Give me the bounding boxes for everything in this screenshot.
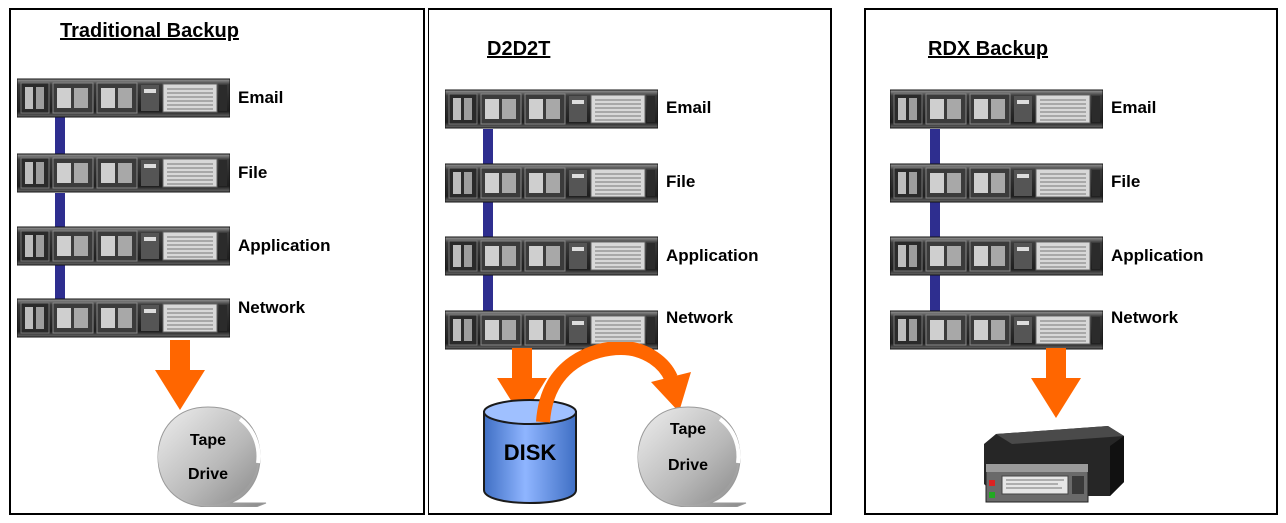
server-label: Application xyxy=(666,246,759,265)
server-icon xyxy=(890,162,1103,204)
connection-line xyxy=(483,275,493,312)
server-label: Network xyxy=(666,308,734,327)
server-icon xyxy=(890,235,1103,277)
connection-line xyxy=(930,275,940,312)
server-label: Application xyxy=(1111,246,1204,265)
down-arrow-icon xyxy=(155,340,205,410)
server-icon xyxy=(17,297,230,339)
tape-drive: Tape Drive xyxy=(628,405,756,508)
connection-line xyxy=(930,129,940,166)
server-icon xyxy=(17,152,230,194)
panel-title: RDX Backup xyxy=(928,38,1049,60)
server-icon xyxy=(17,225,230,267)
rdx-drive-icon xyxy=(984,426,1124,503)
down-arrow-icon xyxy=(1031,348,1081,418)
server-label: Email xyxy=(666,98,712,117)
tape-reel-icon xyxy=(157,406,267,508)
connection-line xyxy=(55,117,65,154)
server-icon xyxy=(445,162,658,204)
disk-label: DISK xyxy=(503,440,557,465)
connection-line xyxy=(55,193,65,229)
tape-label: Tape xyxy=(189,432,227,449)
server-icon xyxy=(890,309,1103,351)
server-icon xyxy=(890,88,1103,130)
server-label: Application xyxy=(238,236,331,255)
panel-divider xyxy=(424,8,425,515)
disk-cylinder-icon xyxy=(483,399,577,505)
panel-title: Traditional Backup xyxy=(60,20,239,42)
server-label: File xyxy=(1111,172,1141,191)
tape-drive: Tape Drive xyxy=(148,405,276,508)
tape-label: Drive xyxy=(667,457,709,474)
server-icon xyxy=(17,77,230,119)
disk-storage: DISK xyxy=(482,398,578,505)
curved-arrow-icon xyxy=(536,342,691,423)
server-label: Network xyxy=(1111,308,1179,327)
server-label: Network xyxy=(238,298,306,317)
connection-line xyxy=(483,201,493,238)
connection-line xyxy=(55,262,65,299)
down-arrow-icon xyxy=(497,348,547,418)
server-label: Email xyxy=(1111,98,1157,117)
server-label: File xyxy=(238,163,268,182)
panel-title: D2D2T xyxy=(487,38,551,60)
connection-line xyxy=(483,129,493,166)
tape-reel-icon xyxy=(637,406,747,508)
connection-line xyxy=(930,201,940,238)
tape-label: Drive xyxy=(187,466,229,483)
server-label: Email xyxy=(238,88,284,107)
server-label: File xyxy=(666,172,696,191)
server-icon xyxy=(445,235,658,277)
tape-label: Tape xyxy=(669,421,707,438)
server-icon xyxy=(445,88,658,130)
